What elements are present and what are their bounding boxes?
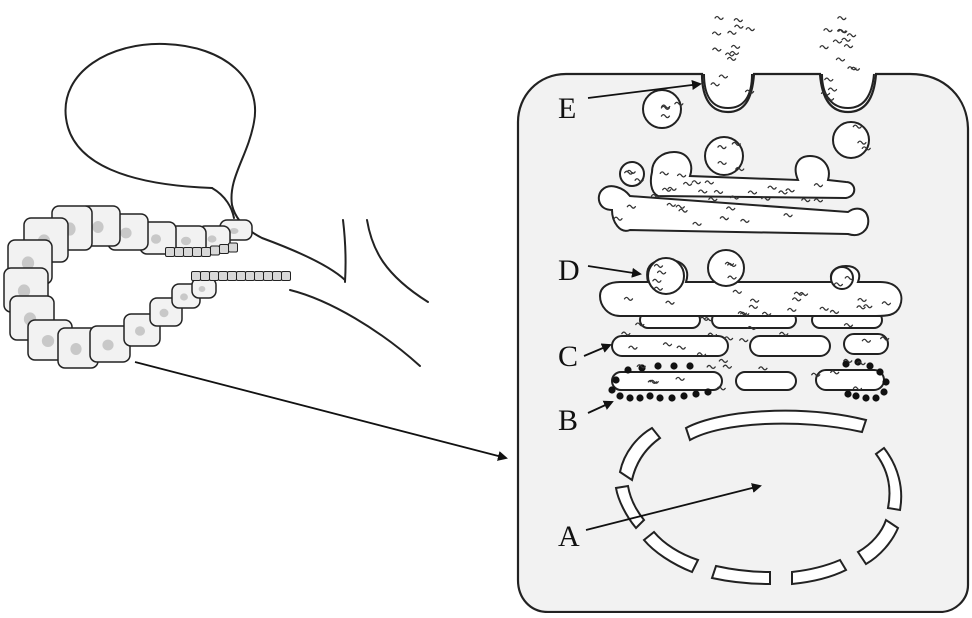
cell-nucleus <box>230 228 239 234</box>
ribosome <box>636 394 643 401</box>
duct-line-2 <box>367 220 428 302</box>
gland-lumen-inner <box>212 188 234 218</box>
ribosome <box>880 388 887 395</box>
tubule-cell <box>175 248 184 257</box>
zoom-arrow <box>135 362 506 458</box>
protein-squiggle <box>735 25 743 28</box>
tubule-cell <box>228 272 237 281</box>
protein-squiggle <box>713 48 721 51</box>
label-d: D <box>558 254 580 287</box>
label-c: C <box>558 340 578 373</box>
cell-nucleus <box>92 221 103 233</box>
epithelial-cells <box>4 206 252 368</box>
ribosome <box>654 362 661 369</box>
protein-squiggle <box>842 38 850 41</box>
protein-squiggle <box>833 40 841 43</box>
ribosome <box>616 392 623 399</box>
label-b: B <box>558 404 578 437</box>
tubule-cell <box>219 272 228 281</box>
ribosome <box>670 362 677 369</box>
tubule-cells <box>166 243 291 281</box>
cell-nucleus <box>120 228 131 239</box>
ribosome <box>844 390 851 397</box>
protein-squiggle <box>820 46 828 49</box>
tubule-cell <box>202 248 211 257</box>
cell-nucleus <box>102 340 113 351</box>
ribosome <box>686 362 693 369</box>
ribosome <box>872 394 879 401</box>
tubule-cell <box>282 272 291 281</box>
ribosome <box>624 366 631 373</box>
ribosome <box>876 368 883 375</box>
tubule-cell <box>220 245 229 254</box>
cell-nucleus <box>208 235 217 242</box>
cell-nucleus <box>70 343 81 355</box>
ribosome <box>866 362 873 369</box>
tubule-cell <box>184 248 193 257</box>
tubule-cell <box>210 272 219 281</box>
ribosome <box>668 394 675 401</box>
cell-nucleus <box>199 286 206 292</box>
protein-squiggle <box>734 19 742 22</box>
duct-line-1 <box>343 220 346 282</box>
ribosome <box>612 376 619 383</box>
protein-squiggle <box>836 58 844 61</box>
tubule-cell <box>192 272 201 281</box>
label-e: E <box>558 92 576 125</box>
cell-nucleus <box>42 335 54 347</box>
tubule-cell <box>264 272 273 281</box>
ribosome <box>608 386 615 393</box>
tubule-cell <box>201 272 210 281</box>
ribosome <box>646 392 653 399</box>
tubule-cell <box>246 272 255 281</box>
cell-nucleus <box>160 309 169 317</box>
protein-squiggle <box>726 53 734 56</box>
ribosome <box>882 378 889 385</box>
duct-line-3 <box>290 290 420 366</box>
protein-squiggle <box>746 28 754 31</box>
protein-squiggle <box>713 32 721 35</box>
tubule-cell <box>193 248 202 257</box>
ribosome <box>626 394 633 401</box>
protein-squiggle <box>824 29 832 32</box>
tubule-cell <box>237 272 246 281</box>
protein-squiggle <box>845 45 853 48</box>
cell-nucleus <box>151 234 161 244</box>
cell-nucleus <box>181 237 191 245</box>
protein-squiggle <box>730 51 738 54</box>
ribosome <box>692 390 699 397</box>
ribosome <box>680 392 687 399</box>
protein-squiggle <box>715 17 723 20</box>
cell-illustration: A B C D E <box>518 17 968 612</box>
tubule-cell <box>166 248 175 257</box>
cell-nucleus <box>180 293 188 300</box>
gland-illustration <box>4 44 506 458</box>
tubule-cell <box>229 243 238 252</box>
cell-nucleus <box>135 326 145 336</box>
protein-squiggle <box>732 45 740 48</box>
ribosome <box>852 392 859 399</box>
protein-squiggle <box>848 34 856 37</box>
ribosome <box>862 394 869 401</box>
protein-squiggle <box>728 57 736 60</box>
protein-squiggle <box>838 17 846 20</box>
ribosome <box>704 388 711 395</box>
label-a: A <box>558 520 580 553</box>
tubule-cell <box>273 272 282 281</box>
tubule-cell <box>211 246 220 255</box>
protein-squiggle <box>728 31 736 34</box>
ribosome <box>656 394 663 401</box>
tubule-cell <box>255 272 264 281</box>
